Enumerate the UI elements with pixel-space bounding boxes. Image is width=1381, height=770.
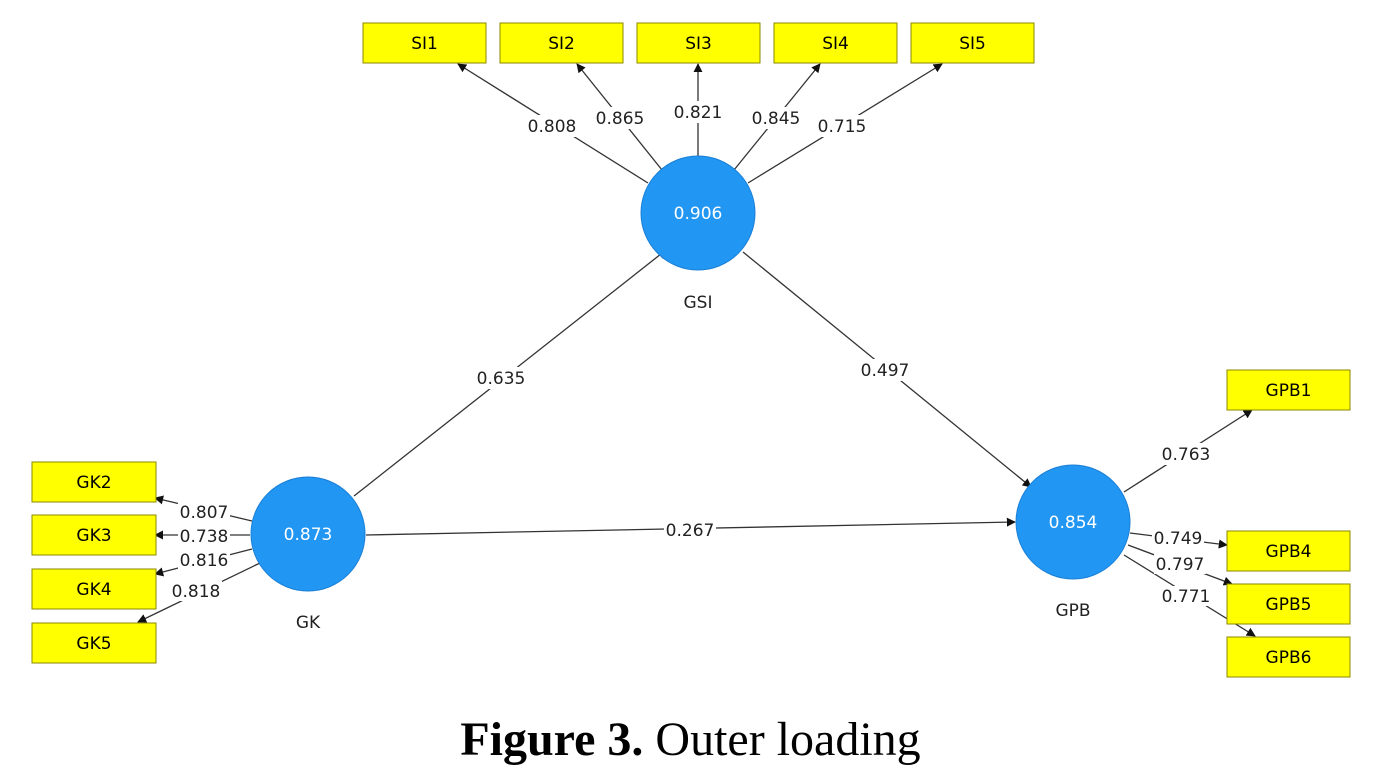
indicator-label-gk5: GK5 <box>76 634 111 654</box>
indicator-label-si3: SI3 <box>685 34 712 54</box>
loading-gk5: 0.818 <box>172 582 221 602</box>
loading-si3: 0.821 <box>674 103 723 123</box>
construct-name-gsi: GSI <box>684 293 713 313</box>
constructs: 0.906 GSI 0.873 GK 0.854 GPB <box>250 155 1131 633</box>
loading-gk3: 0.738 <box>180 527 229 547</box>
loading-gk2: 0.807 <box>180 503 229 523</box>
coefficient-labels: 0.808 0.865 0.821 0.845 0.715 0.807 0.73… <box>170 101 1212 607</box>
indicator-box-gpb5[interactable] <box>1226 583 1351 625</box>
construct-node-gsi[interactable] <box>640 155 756 271</box>
indicator-box-gpb6[interactable] <box>1226 636 1351 678</box>
indicators: SI1 SI2 SI3 SI4 SI5 GK2 GK3 GK4 GK5 GPB1… <box>31 22 1351 678</box>
construct-name-gpb: GPB <box>1055 601 1090 621</box>
indicator-label-si1: SI1 <box>411 34 438 54</box>
indicator-label-gpb6: GPB6 <box>1266 648 1312 668</box>
loading-gpb4: 0.749 <box>1154 529 1203 549</box>
indicator-label-gpb4: GPB4 <box>1266 542 1312 562</box>
indicator-box-gpb4[interactable] <box>1226 530 1351 572</box>
construct-name-gk: GK <box>296 613 321 633</box>
path-coef-gsi-gpb: 0.497 <box>861 361 910 381</box>
construct-node-gk[interactable] <box>250 476 366 592</box>
indicator-box-gk3[interactable] <box>31 514 157 556</box>
construct-value-gpb: 0.854 <box>1049 513 1098 533</box>
path-coef-gk-gpb: 0.267 <box>666 521 715 541</box>
construct-node-gpb[interactable] <box>1015 464 1131 580</box>
indicator-box-si5[interactable] <box>910 22 1035 64</box>
indicator-box-si1[interactable] <box>362 22 487 64</box>
loading-si1: 0.808 <box>528 117 577 137</box>
indicator-label-gk2: GK2 <box>76 473 111 493</box>
loading-gpb5: 0.797 <box>1156 555 1205 575</box>
indicator-label-si5: SI5 <box>959 34 986 54</box>
indicator-label-gk4: GK4 <box>76 580 111 600</box>
figure-caption-text: Outer loading <box>655 713 921 766</box>
loading-gk4: 0.816 <box>180 551 229 571</box>
indicator-label-gk3: GK3 <box>76 526 111 546</box>
indicator-box-gpb1[interactable] <box>1226 369 1351 411</box>
loading-si2: 0.865 <box>596 109 645 129</box>
indicator-box-si3[interactable] <box>636 22 761 64</box>
construct-value-gsi: 0.906 <box>674 204 723 224</box>
indicator-label-si2: SI2 <box>548 34 575 54</box>
indicator-box-si4[interactable] <box>773 22 898 64</box>
construct-value-gk: 0.873 <box>284 525 333 545</box>
indicator-box-gk2[interactable] <box>31 461 157 503</box>
loading-gpb6: 0.771 <box>1162 587 1211 607</box>
indicator-label-si4: SI4 <box>822 34 849 54</box>
indicator-label-gpb5: GPB5 <box>1266 595 1312 615</box>
indicator-box-gk5[interactable] <box>31 622 157 664</box>
path-diagram: SI1 SI2 SI3 SI4 SI5 GK2 GK3 GK4 GK5 GPB1… <box>31 22 1351 678</box>
indicator-box-si2[interactable] <box>499 22 624 64</box>
loading-gpb1: 0.763 <box>1162 445 1211 465</box>
loading-si5: 0.715 <box>818 117 867 137</box>
indicator-box-gk4[interactable] <box>31 568 157 610</box>
loading-si4: 0.845 <box>752 109 801 129</box>
indicator-label-gpb1: GPB1 <box>1266 381 1312 401</box>
figure-caption-label: Figure 3. <box>460 713 644 766</box>
figure-caption: Figure 3. Outer loading <box>0 712 1381 767</box>
path-coef-gk-gsi: 0.635 <box>477 369 526 389</box>
